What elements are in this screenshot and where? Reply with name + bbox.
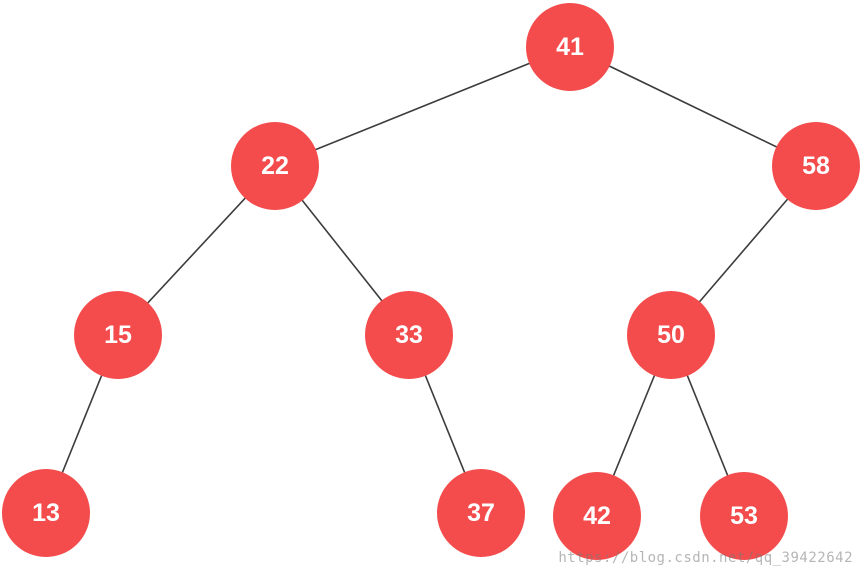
nodes-layer: 41 22 58 15 33 50 13 37 42 53 [2, 3, 860, 560]
node-circle [772, 122, 860, 210]
tree-node-53: 53 [700, 472, 788, 560]
node-circle [2, 469, 90, 557]
node-circle [700, 472, 788, 560]
edge-n41-n22 [274, 46, 571, 167]
node-label: 41 [556, 33, 584, 61]
node-label: 53 [730, 502, 758, 530]
node-circle [231, 122, 319, 210]
node-circle [74, 291, 162, 379]
node-circle [365, 291, 453, 379]
tree-node-22: 22 [231, 122, 319, 210]
node-label: 22 [261, 152, 289, 180]
tree-node-13: 13 [2, 469, 90, 557]
tree-node-33: 33 [365, 291, 453, 379]
tree-node-15: 15 [74, 291, 162, 379]
tree-node-37: 37 [437, 469, 525, 557]
node-label: 15 [104, 321, 132, 349]
tree-node-50: 50 [627, 291, 715, 379]
node-label: 33 [395, 321, 423, 349]
node-label: 13 [32, 499, 60, 527]
watermark-text: https://blog.csdn.net/qq_39422642 [558, 550, 853, 566]
node-circle [553, 472, 641, 560]
node-label: 42 [583, 502, 611, 530]
node-circle [526, 3, 614, 91]
edge-n41-n58 [569, 46, 817, 167]
node-label: 50 [657, 321, 685, 349]
tree-node-58: 58 [772, 122, 860, 210]
node-circle [627, 291, 715, 379]
node-label: 58 [802, 152, 830, 180]
tree-node-41: 41 [526, 3, 614, 91]
node-label: 37 [467, 499, 495, 527]
tree-node-42: 42 [553, 472, 641, 560]
node-circle [437, 469, 525, 557]
edges-layer [45, 46, 817, 517]
